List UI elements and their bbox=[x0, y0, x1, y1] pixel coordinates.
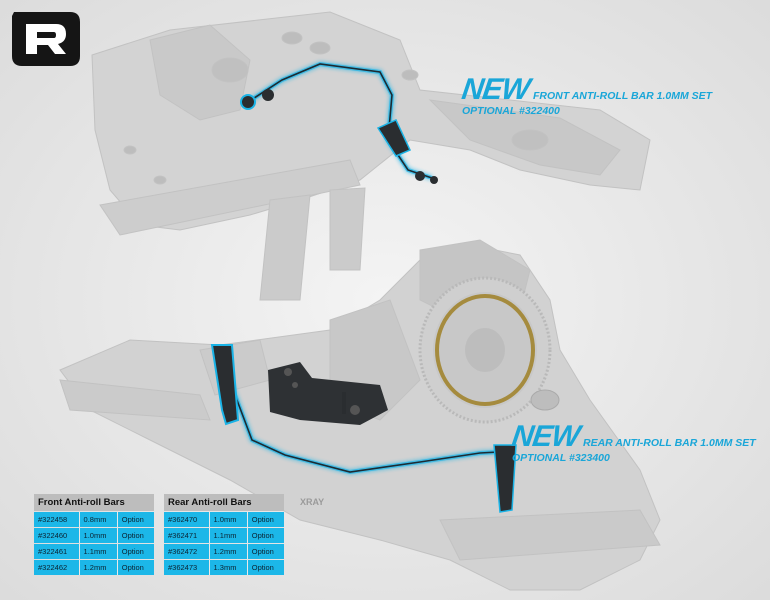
option-label: Option bbox=[246, 512, 284, 527]
front-new-label: NEW bbox=[459, 73, 532, 106]
rear-table-header: Rear Anti-roll Bars bbox=[164, 494, 284, 511]
size: 1.3mm bbox=[208, 560, 247, 575]
front-callout-title: FRONT ANTI-ROLL BAR 1.0mm SET bbox=[533, 90, 713, 102]
part-number: #322460 bbox=[34, 528, 79, 543]
option-label: Option bbox=[116, 528, 154, 543]
option-label: Option bbox=[116, 560, 154, 575]
r-logo-icon: R bbox=[8, 8, 80, 66]
size: 1.1mm bbox=[78, 544, 117, 559]
size: 1.1mm bbox=[208, 528, 247, 543]
option-label: Option bbox=[246, 560, 284, 575]
part-number: #362472 bbox=[164, 544, 209, 559]
part-number: #322461 bbox=[34, 544, 79, 559]
spur-gear bbox=[418, 276, 560, 424]
rear-new-label: NEW bbox=[509, 420, 582, 453]
size: 0.8mm bbox=[78, 512, 117, 527]
chassis-brand-label: XRAY bbox=[300, 497, 325, 507]
front-table-header: Front Anti-roll Bars bbox=[34, 494, 154, 511]
part-number: #362470 bbox=[164, 512, 209, 527]
rear-callout-title: REAR ANTI-ROLL BAR 1.0mm SET bbox=[583, 437, 756, 449]
option-label: Option bbox=[246, 544, 284, 559]
front-suspension-assembly bbox=[91, 11, 651, 301]
option-label: Option bbox=[246, 528, 284, 543]
option-label: Option bbox=[116, 544, 154, 559]
rear-callout-optional: OPTIONAL #323400 bbox=[512, 452, 610, 464]
size: 1.0mm bbox=[208, 512, 247, 527]
rear-anti-roll-bar bbox=[210, 344, 517, 513]
part-number: #322462 bbox=[34, 560, 79, 575]
part-number: #362471 bbox=[164, 528, 209, 543]
size: 1.0mm bbox=[78, 528, 117, 543]
logo-letter: R bbox=[8, 8, 9, 9]
size: 1.2mm bbox=[78, 560, 117, 575]
part-number: #362473 bbox=[164, 560, 209, 575]
front-callout-optional: OPTIONAL #322400 bbox=[462, 105, 560, 117]
option-label: Option bbox=[116, 512, 154, 527]
size: 1.2mm bbox=[208, 544, 247, 559]
front-anti-roll-bar bbox=[240, 61, 438, 184]
part-number: #322458 bbox=[34, 512, 79, 527]
